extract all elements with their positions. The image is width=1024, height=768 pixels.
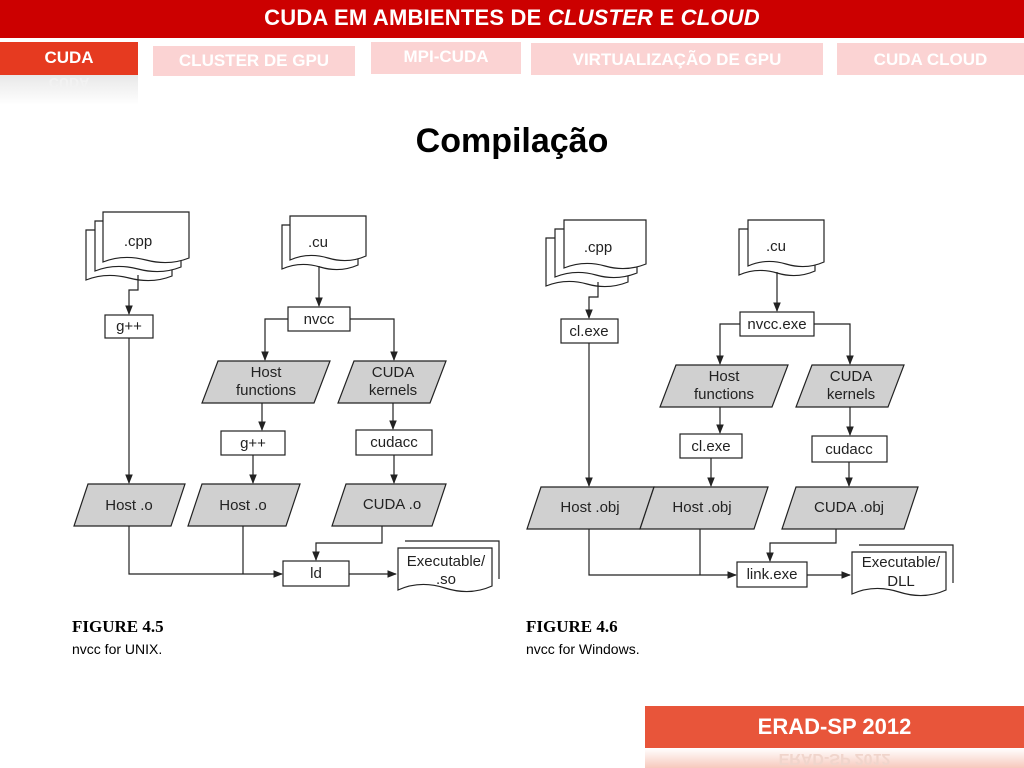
cuda-kernels-win-line2: kernels bbox=[827, 386, 875, 403]
nvccexe-label: nvcc.exe bbox=[747, 316, 806, 333]
cuda-kernels-line1: CUDA bbox=[372, 364, 415, 381]
cudacc-label: cudacc bbox=[370, 434, 418, 451]
gpp-label: g++ bbox=[116, 318, 142, 335]
cpp-source-docs-win: .cpp bbox=[545, 219, 647, 288]
host-functions-line2: functions bbox=[236, 382, 296, 399]
cudacc-box bbox=[355, 429, 433, 456]
host-functions-shape-win bbox=[659, 364, 789, 408]
figure-windows-diagram: .cpp .cu cl.exe nvcc.exe Host functions … bbox=[526, 219, 954, 597]
figure-4-5-caption: nvcc for UNIX. bbox=[72, 641, 163, 657]
tab-cuda[interactable]: CUDA bbox=[0, 42, 138, 75]
cuda-kernels-line2: kernels bbox=[369, 382, 417, 399]
cuda-o-label: CUDA .o bbox=[363, 496, 421, 513]
executable-so-doc bbox=[397, 547, 493, 593]
figure-unix-diagram: .cpp .cu g++ nvcc Host functions CUDA ke… bbox=[73, 211, 500, 593]
gpp-host-box bbox=[220, 430, 286, 456]
host-obj-2-label: Host .obj bbox=[672, 499, 731, 516]
executable-dll-line1: Executable/ bbox=[862, 554, 941, 571]
cu-source-docs: .cu bbox=[281, 215, 367, 271]
host-obj-2-shape bbox=[639, 486, 769, 530]
cpp-source-docs: .cpp bbox=[85, 211, 190, 282]
executable-so-line2: .so bbox=[436, 571, 456, 588]
cu-source-docs-win: .cu bbox=[738, 219, 825, 277]
cudacc-box-win bbox=[811, 435, 888, 463]
host-functions-shape bbox=[201, 360, 331, 404]
tab-reflection: CUDA bbox=[0, 75, 138, 105]
executable-so-line1: Executable/ bbox=[407, 553, 486, 570]
linkexe-label: link.exe bbox=[747, 566, 798, 583]
host-functions-win-line2: functions bbox=[694, 386, 754, 403]
title-prefix: CUDA EM AMBIENTES DE bbox=[264, 5, 542, 30]
host-functions-win-line1: Host bbox=[709, 368, 741, 385]
cuda-kernels-win-line1: CUDA bbox=[830, 368, 873, 385]
windows-connectors bbox=[585, 272, 854, 579]
figure-4-5-label: FIGURE 4.5 bbox=[72, 617, 164, 636]
cpp-label-win: .cpp bbox=[584, 239, 612, 256]
nvcc-label: nvcc bbox=[304, 311, 335, 328]
host-o-2-label: Host .o bbox=[219, 497, 267, 514]
tab-mpi-cuda[interactable]: MPI-CUDA bbox=[371, 42, 521, 74]
executable-dll-line2: DLL bbox=[887, 573, 915, 590]
gpp-host-label: g++ bbox=[240, 435, 266, 452]
tab-cuda-cloud[interactable]: CUDA CLOUD bbox=[837, 43, 1024, 75]
cu-label-win: .cu bbox=[766, 238, 786, 255]
host-obj-1-label: Host .obj bbox=[560, 499, 619, 516]
cuda-obj-shape bbox=[781, 486, 919, 530]
slide-title: Compilação bbox=[415, 122, 609, 160]
host-functions-line1: Host bbox=[251, 364, 283, 381]
cuda-kernels-shape-win bbox=[795, 364, 905, 408]
cuda-obj-label: CUDA .obj bbox=[814, 499, 884, 516]
title-cluster: CLUSTER bbox=[547, 5, 654, 30]
tab-virtualizacao-de-gpu[interactable]: VIRTUALIZAÇÃO DE GPU bbox=[531, 43, 823, 75]
title-connector: E bbox=[659, 5, 675, 30]
footer-event-label: ERAD-SP 2012 bbox=[645, 706, 1024, 748]
figure-4-6-label: FIGURE 4.6 bbox=[526, 617, 618, 636]
host-o-1-label: Host .o bbox=[105, 497, 153, 514]
clexe-box bbox=[560, 318, 619, 344]
presentation-title: CUDA EM AMBIENTES DE CLUSTER E CLOUD bbox=[0, 5, 1024, 31]
host-o-2-shape bbox=[187, 483, 301, 527]
executable-dll-doc bbox=[851, 551, 947, 597]
cuda-kernels-shape bbox=[337, 360, 447, 404]
unix-connectors bbox=[125, 266, 398, 578]
clexe-host-box bbox=[679, 433, 743, 459]
cu-label: .cu bbox=[308, 234, 328, 251]
cpp-label: .cpp bbox=[124, 233, 152, 250]
cudacc-label-win: cudacc bbox=[825, 441, 873, 458]
linkexe-box bbox=[736, 561, 808, 588]
ld-label: ld bbox=[310, 565, 322, 582]
figure-4-6-caption: nvcc for Windows. bbox=[526, 641, 640, 657]
host-o-1-shape bbox=[73, 483, 186, 527]
header-bar bbox=[0, 0, 1024, 38]
footer-reflection: ERAD-SP 2012 bbox=[645, 748, 1024, 768]
nvcc-box bbox=[287, 306, 351, 332]
cuda-o-shape bbox=[331, 483, 447, 527]
clexe-label: cl.exe bbox=[569, 323, 608, 340]
tab-cluster-de-gpu[interactable]: CLUSTER DE GPU bbox=[153, 46, 355, 76]
title-cloud: CLOUD bbox=[680, 5, 760, 30]
clexe-host-label: cl.exe bbox=[691, 438, 730, 455]
